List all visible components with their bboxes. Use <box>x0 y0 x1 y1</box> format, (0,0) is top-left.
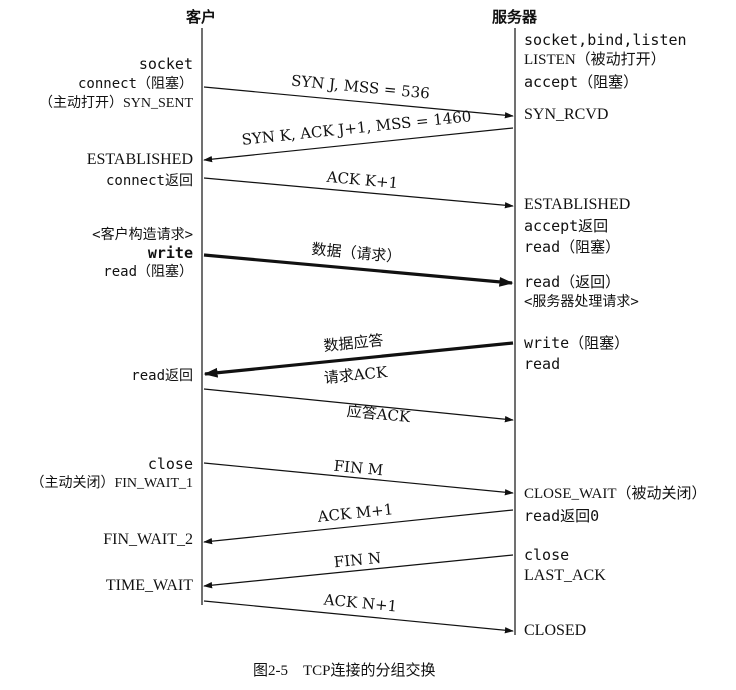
client-time-wait: TIME_WAIT <box>105 577 193 594</box>
msg-request-ack-label: 请求ACK <box>323 363 389 387</box>
server-accept-blocked: accept（阻塞） <box>524 73 639 91</box>
server-closed: CLOSED <box>524 622 587 639</box>
msg-reply-ack-arrow <box>203 388 514 423</box>
msg-ack-k-arrow <box>203 177 514 209</box>
server-read: read <box>524 355 561 373</box>
msg-reply-ack-label: 应答ACK <box>346 402 412 426</box>
client-established: ESTABLISHED <box>86 151 193 168</box>
msg-request-label: 数据（请求） <box>311 240 402 266</box>
client-socket: socket <box>138 55 193 73</box>
server-close: close <box>524 546 570 564</box>
client-active-close: （主动关闭）FIN_WAIT_1 <box>30 476 193 491</box>
server-listen-passive: LISTEN（被动打开） <box>524 52 666 68</box>
msg-syn-k-label: SYN K, ACK J+1, MSS = 1460 <box>241 107 472 149</box>
client-connect-blocked: connect（阻塞） <box>77 76 193 92</box>
server-established: ESTABLISHED <box>524 196 631 213</box>
msg-request-arrow <box>203 253 514 287</box>
client-read-return: read返回 <box>131 368 193 384</box>
server-accept-return: accept返回 <box>524 217 609 235</box>
client-close: close <box>147 455 193 473</box>
server-socket-bind-listen: socket,bind,listen <box>524 31 687 49</box>
msg-fin-m-label: FIN M <box>333 457 384 480</box>
server-header: 服务器 <box>492 8 538 26</box>
client-write: write <box>147 244 193 262</box>
msg-reply-label: 数据应答 <box>323 331 385 355</box>
msg-syn-j-arrow <box>203 86 514 119</box>
msg-fin-n-arrow <box>203 554 514 589</box>
msg-ack-m-arrow <box>203 509 514 545</box>
msg-ack-k-label: ACK K+1 <box>325 168 399 193</box>
client-connect-return: connect返回 <box>105 173 193 189</box>
client-header: 客户 <box>186 8 217 26</box>
msg-ack-m-label: ACK M+1 <box>316 500 394 526</box>
server-read-blocked: read（阻塞） <box>524 238 621 256</box>
server-processes-request: <服务器处理请求> <box>524 294 639 310</box>
client-builds-request: <客户构造请求> <box>92 227 193 243</box>
msg-syn-k-arrow <box>203 127 514 163</box>
figure-caption: 图2-5 TCP连接的分组交换 <box>253 663 436 679</box>
server-syn-rcvd: SYN_RCVD <box>524 106 609 123</box>
msg-reply-arrow <box>203 341 514 378</box>
server-close-wait: CLOSE_WAIT（被动关闭） <box>524 486 707 502</box>
msg-fin-m-arrow <box>203 462 514 496</box>
client-active-open: （主动打开）SYN_SENT <box>38 96 193 111</box>
server-read-return: read（返回） <box>524 273 621 291</box>
msg-ack-n-label: ACK N+1 <box>322 590 398 615</box>
server-read-return-0: read返回0 <box>524 507 600 525</box>
msg-syn-j-label: SYN J, MSS = 536 <box>290 72 430 103</box>
server-write-blocked: write（阻塞） <box>524 334 630 352</box>
client-read-blocked: read（阻塞） <box>103 264 193 280</box>
msg-ack-n-arrow <box>203 600 514 634</box>
msg-fin-n-label: FIN N <box>333 549 382 572</box>
client-fin-wait-2: FIN_WAIT_2 <box>103 531 193 548</box>
server-last-ack: LAST_ACK <box>524 567 606 584</box>
